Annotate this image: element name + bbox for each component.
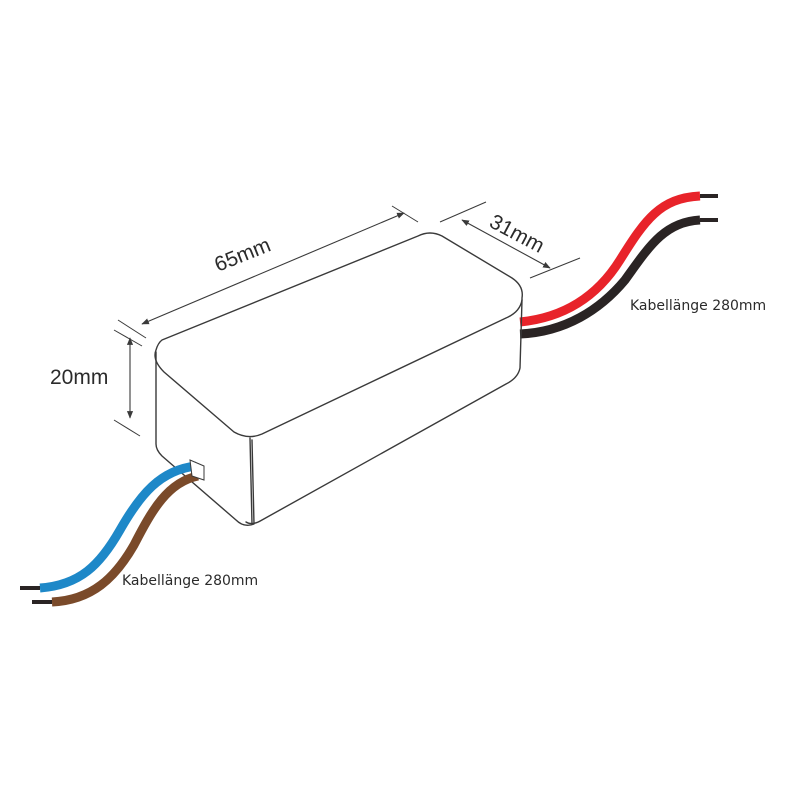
width-label: 31mm <box>486 210 548 258</box>
box-right-face <box>245 299 523 525</box>
length-arrow <box>141 212 405 325</box>
blue-cable <box>39 461 197 593</box>
output-cables <box>519 191 718 339</box>
brown-cable <box>51 471 200 607</box>
width-arrow <box>461 219 551 269</box>
input-cables <box>20 459 205 607</box>
driver-box <box>154 232 523 527</box>
red-cable <box>519 191 701 327</box>
output-cable-length-label: Kabellänge 280mm <box>630 298 766 314</box>
black-cable <box>519 215 701 339</box>
dimension-width: 31mm <box>439 201 581 279</box>
dimension-length: 65mm <box>117 205 419 339</box>
length-label: 65mm <box>211 233 274 276</box>
input-cable-length-label: Kabellänge 280mm <box>122 573 258 589</box>
height-label: 20mm <box>50 366 108 389</box>
box-front-edge <box>249 437 253 525</box>
box-top-face <box>154 232 523 438</box>
dimension-height: 20mm <box>50 329 143 437</box>
box-left-face <box>155 351 255 527</box>
cable-entry-outline <box>189 459 205 481</box>
